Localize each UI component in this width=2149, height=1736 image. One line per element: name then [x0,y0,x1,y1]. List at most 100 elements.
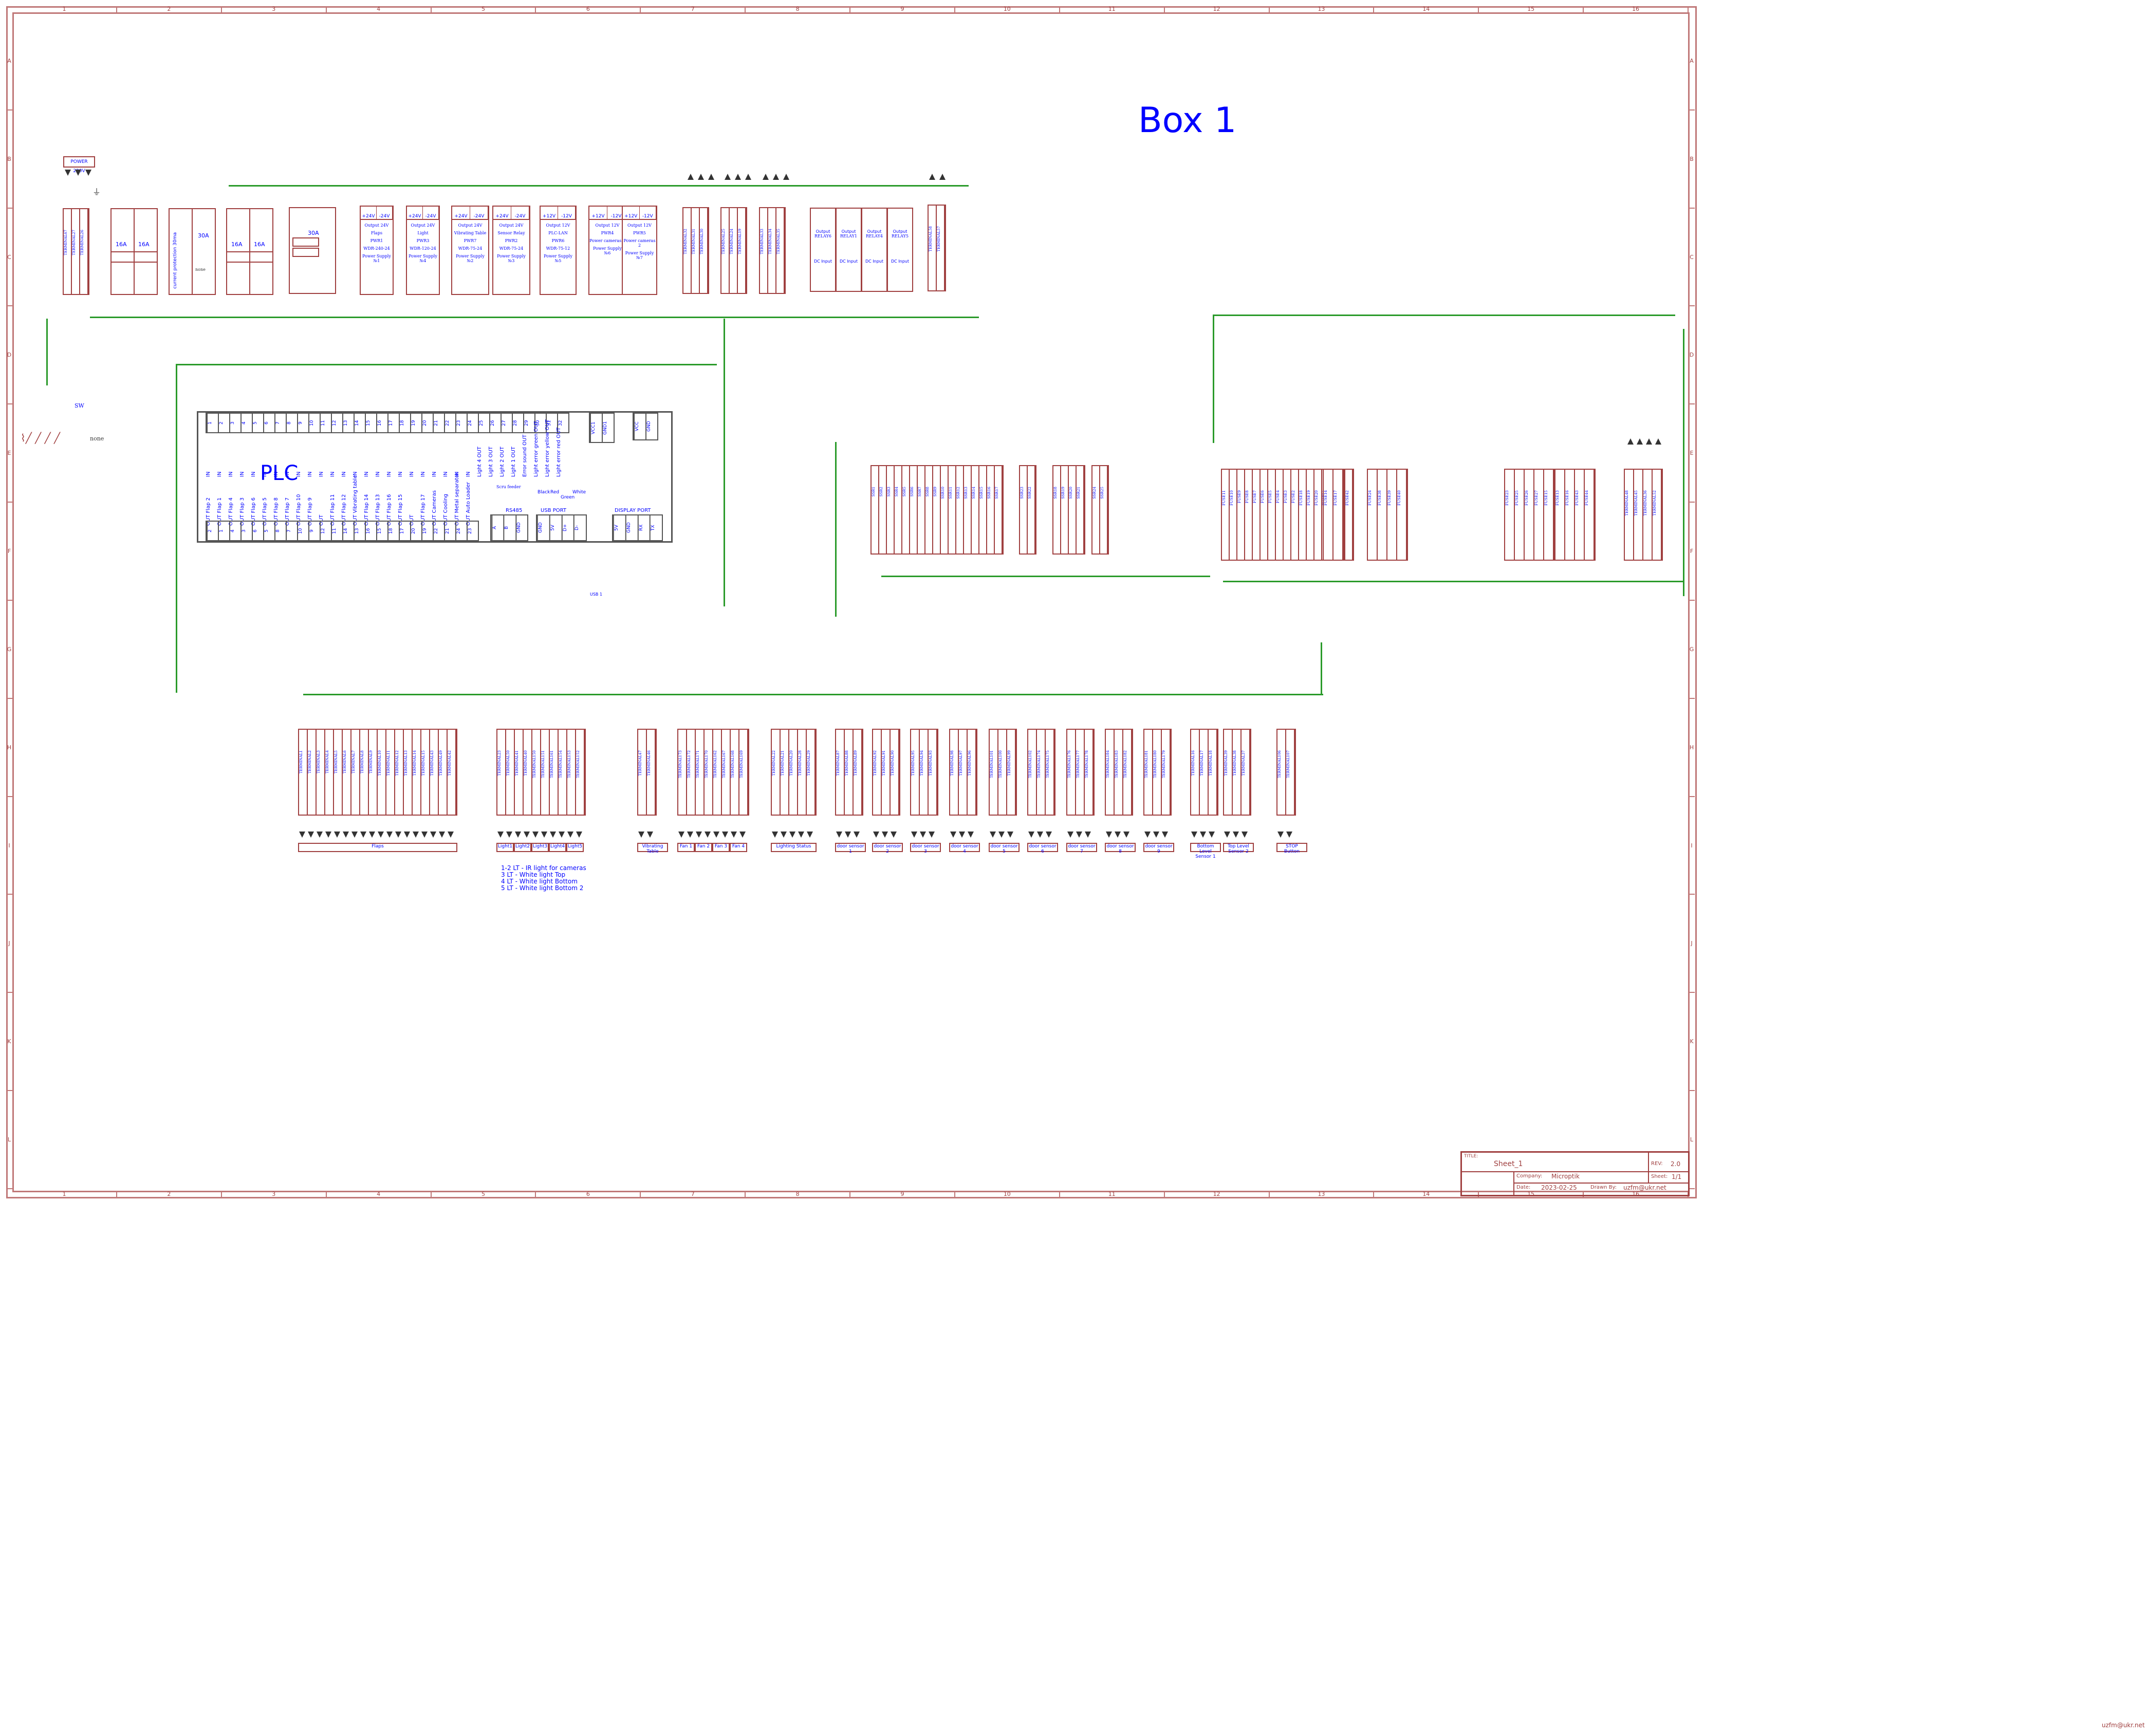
psu-output: Output 24V [458,223,483,228]
terminal: TERMINAL87 [836,730,845,815]
plc-output-label: OUT Flap 3 [239,497,245,526]
psu-id: PWR1 [370,238,383,243]
plc-output-label: OUT Flap 12 [341,494,347,526]
plc-output-pin: 10 [297,522,308,540]
destination-label: Fan 2 [695,843,712,852]
solid-state-relay: SSR6 [910,466,918,553]
plc-input-pin: 9 [297,414,308,432]
usb-cable-label: USB 1 [590,592,603,597]
terminal: TERMINAL37 [1242,730,1250,815]
switch-note: none [90,435,104,442]
arrow-up-icon [1655,438,1661,445]
solid-state-relay: SSR24 [1092,466,1100,553]
terminal: TERMINAL38 [1233,730,1242,815]
plc-output-label: OUT Flap 11 [330,494,336,526]
terminal: TERMINAL41 [515,730,524,815]
arrow-down-icon [950,832,956,838]
plc-output-label: OUT Flap 16 [386,494,392,526]
terminal: TERMINAL9 [369,730,378,815]
plc-output-label: OUT Flap 17 [420,494,426,526]
rev-value: 2.0 [1671,1160,1681,1168]
terminal: TERMINAL28 [798,730,807,815]
arrow-down-icon [404,832,410,838]
arrow-down-icon [1277,832,1284,838]
arrow-up-icon [763,174,769,180]
terminal: TERMINAL177 [1076,730,1085,815]
destination-label: door sensor 7 [1066,843,1097,854]
arrow-down-icon [1286,832,1292,838]
row-letter: E [6,404,12,503]
column-number: 4 [327,6,432,12]
plc-output-pin: 21 [444,522,455,540]
psu-plus-label: +24V [407,207,423,219]
solid-state-relay: SSR16 [987,466,995,553]
terminal: TERMINAL89 [854,730,862,815]
column-number: 4 [327,1191,432,1197]
terminal: TERMINAL14 [413,730,421,815]
destination-label: Light2 [514,843,531,852]
arrow-down-icon [1162,832,1168,838]
plc-input-label: IN [251,471,256,477]
arrow-up-icon [929,174,935,180]
arrow-down-icon [413,832,419,838]
plc-output-label: OUT Flap 4 [228,497,234,526]
fuse: FUSE13 [1555,470,1565,560]
company-value: Microptik [1551,1173,1580,1180]
terminal: TERMINAL174 [1037,730,1046,815]
arrow-down-icon [1007,832,1013,838]
plc-output-label: OUT Metal separator [454,472,460,526]
plc-input-label: IN [285,471,290,477]
psu-minus-label: -24V [377,207,393,219]
plc-input-label: IN [420,471,426,477]
row-letter: C [1689,209,1695,307]
lower-bus-wire [303,694,1323,695]
plc-output-pin: 7 [286,522,297,540]
plc-output-pin: 13 [354,522,365,540]
arrow-down-icon [369,832,375,838]
row-letter: L [6,1091,12,1189]
plc-input-label: IN [466,471,471,477]
psu-output: Output 12V [595,223,620,228]
terminal: TERMINAL150 [532,730,541,815]
terminal: TERMINAL182 [1123,730,1132,815]
psu-minus-label: -12V [558,207,576,219]
column-number: 15 [1479,6,1584,12]
arrow-down-icon [448,832,454,838]
arrow-down-icon [85,170,91,176]
plc-frame-wire-right [724,319,725,606]
relay-input-label: DC Input [813,259,832,264]
plc-input-label: IN [217,471,223,477]
column-number: 11 [1060,1191,1165,1197]
corner-credit: uzfm@ukr.net [2102,1722,2145,1729]
arrow-down-icon [998,832,1005,838]
arrow-down-icon [911,832,917,838]
destination-label: door sensor 1 [835,843,866,854]
solid-state-relay: SSR11 [949,466,956,553]
terminal: TERMINAL167 [722,730,731,815]
terminal: TERMINAL173 [678,730,687,815]
column-number: 9 [850,1191,955,1197]
arrow-down-icon [1037,832,1043,838]
arrow-down-icon [550,832,556,838]
arrow-down-icon [836,832,842,838]
plc-output-pin: 23 [467,522,478,540]
plc-output-label: OUT Auto Loader [466,482,471,526]
psu-model: WDR-120-24 [410,246,436,251]
arrow-down-icon [845,832,851,838]
terminal: TERMINAL184 [1106,730,1115,815]
destination-label: Light3 [531,843,549,852]
arrow-down-icon [873,832,879,838]
terminal: TERMINAL23 [497,730,506,815]
psu-model: WDR-240-24 [363,246,390,251]
terminal: TERMINAL39 [1224,730,1233,815]
fuse: FUSE42 [1345,470,1353,560]
plc-input-label: IN [206,471,211,477]
arrow-down-icon [430,832,436,838]
terminal: TERMINAL49 [439,730,448,815]
